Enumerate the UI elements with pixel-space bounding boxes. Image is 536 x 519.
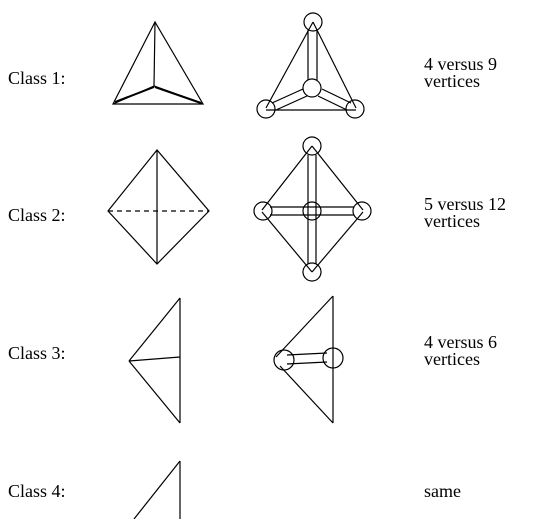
class-1-edge-left-shade: [114, 86, 155, 103]
class-2-vertex-top: [302, 136, 322, 156]
class-1-exp-spoke-left-b: [275, 95, 308, 111]
class-1-edge-top: [153, 21, 156, 87]
class-3-vertex-left: [273, 349, 295, 371]
class-2-note-line1: 5 versus 12: [424, 194, 506, 214]
class-2-vertex-bottom: [302, 262, 322, 282]
class-2-exp-outline-tl: [261, 145, 313, 211]
class-2-note-line2: vertices: [424, 211, 480, 231]
class-2-expanded-figure: [253, 136, 372, 282]
class-2-vertex-center: [302, 201, 322, 221]
class-1-exp-outer-right: [312, 21, 357, 109]
class-3-original-figure: [128, 297, 181, 424]
class-2-label: Class 2:: [8, 205, 66, 225]
class-2-outline: [107, 149, 210, 265]
class-3-note-line1: 4 versus 6: [424, 332, 497, 352]
class-4-original-figure: [133, 460, 181, 519]
class-1-vertex-center: [302, 78, 322, 98]
class-1-vertex-left: [256, 99, 276, 119]
class-2-original-figure: [107, 149, 210, 265]
class-1-vertex-top: [303, 12, 323, 32]
class-4-label: Class 4:: [8, 481, 66, 501]
class-1-expanded-figure: [256, 12, 365, 119]
class-3-exp-lower-edge: [279, 365, 334, 424]
class-1-original-figure: [112, 20, 205, 105]
class-4-edge: [133, 460, 181, 519]
class-2-exp-outline-bl: [261, 211, 313, 273]
class-2-vertex-left: [253, 201, 273, 221]
class-3-label: Class 3:: [8, 343, 66, 363]
class-3-expanded-figure: [273, 295, 344, 424]
class-3-lower-edge: [128, 360, 181, 424]
class-3-vertex-right: [322, 347, 344, 369]
class-1-exp-outer-left: [265, 21, 314, 109]
class-3-cross-edge: [128, 356, 181, 362]
class-2-exp-outline-br: [311, 211, 364, 273]
class-1-note-line2: vertices: [424, 71, 480, 91]
class-1-exp-spoke-right-a: [321, 88, 352, 104]
class-2-exp-outline-tr: [311, 145, 364, 211]
class-4-note: same: [424, 481, 461, 501]
class-3-exp-upper-edge: [275, 295, 334, 358]
class-1-outer-triangle: [112, 20, 205, 105]
class-3-exp-cross-a: [286, 352, 328, 356]
class-3-note-line2: vertices: [424, 349, 480, 369]
class-1-exp-spoke-left-a: [271, 88, 304, 104]
class-2-vertex-right: [352, 201, 372, 221]
class-1-edge-right-shade: [154, 86, 202, 104]
class-1-label: Class 1:: [8, 68, 66, 88]
class-1-vertex-right: [345, 99, 365, 119]
class-1-note-line1: 4 versus 9: [424, 54, 497, 74]
class-1-exp-spoke-right-b: [317, 95, 348, 111]
class-3-upper-edge: [128, 297, 181, 362]
